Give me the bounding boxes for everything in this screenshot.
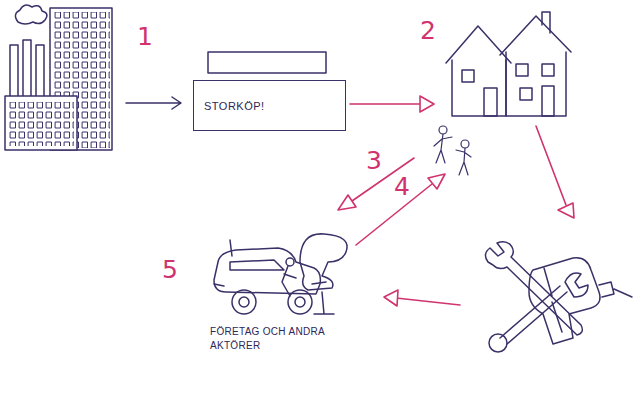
callout-number: 2 [420,18,436,43]
people [434,126,471,175]
callout-number: 3 [366,148,382,173]
houses [446,12,571,116]
car-and-objects [214,234,347,314]
callout-number: 4 [394,174,410,199]
store-sign [208,52,326,73]
caption-text: FÖRETAG OCH ANDRA AKTÖRER [210,325,350,352]
callout-number: 1 [137,24,153,49]
tools [485,242,632,352]
callout-number: 5 [162,257,178,282]
factory [5,5,112,150]
store-box: STORKÖP! [193,80,346,131]
node-text: STORKÖP! [204,100,265,112]
